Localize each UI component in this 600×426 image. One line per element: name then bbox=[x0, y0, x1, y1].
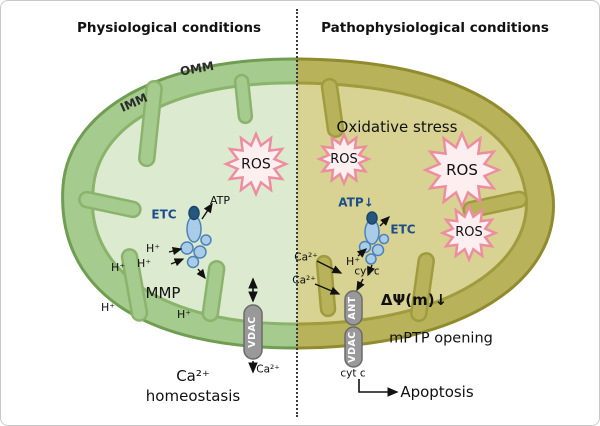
h-plus-label-2: H⁺ bbox=[110, 261, 126, 275]
vdac-right-label: VDAC bbox=[347, 331, 359, 363]
mptp-opening-label: mPTP opening bbox=[389, 330, 493, 347]
ros-label-right-2: ROS bbox=[446, 161, 478, 180]
ca-ion-label-left: Ca²⁺ bbox=[256, 363, 280, 376]
left-panel-title: Physiological conditions bbox=[76, 19, 262, 36]
h-plus-label-5: H⁺ bbox=[176, 308, 192, 322]
oxidative-stress-label: Oxidative stress bbox=[336, 118, 458, 137]
h-plus-label-right: H⁺ bbox=[345, 255, 361, 269]
cytc-label-bottom: cyt c bbox=[340, 367, 366, 380]
cristae-right bbox=[315, 77, 528, 323]
h-plus-label-1: H⁺ bbox=[145, 242, 161, 256]
vdac-channel-left bbox=[243, 304, 263, 360]
vdac-channel-right bbox=[344, 326, 363, 368]
cytc-label-top: cyt c bbox=[354, 265, 380, 278]
right-panel-title: Pathophysiological conditions bbox=[321, 19, 549, 36]
h-plus-label-3: H⁺ bbox=[136, 257, 152, 271]
apoptosis-label: Apoptosis bbox=[400, 383, 474, 402]
etc-label-right: ETC bbox=[390, 222, 416, 237]
ros-label-right-1: ROS bbox=[330, 152, 358, 168]
atp-down-label: ATP↓ bbox=[338, 195, 374, 210]
vdac-left-label: VDAC bbox=[247, 316, 259, 348]
calcium-influx-arrows bbox=[314, 260, 343, 295]
etc-complex-right bbox=[358, 211, 390, 265]
ca-ion-label-right-2: Ca²⁺ bbox=[292, 274, 316, 287]
cristae-left bbox=[78, 73, 254, 323]
cytc-to-ant-arrow bbox=[356, 278, 365, 292]
etc-arrows-right bbox=[356, 216, 390, 277]
h-plus-label-4: H⁺ bbox=[100, 301, 116, 315]
mmp-label: MMP bbox=[145, 284, 181, 303]
ros-label-right-3: ROS bbox=[455, 225, 483, 241]
ca-homeostasis-line2: homeostasis bbox=[145, 387, 241, 406]
ros-label-left: ROS bbox=[241, 156, 271, 173]
etc-complex-left bbox=[180, 205, 212, 269]
atp-label-left: ATP bbox=[209, 194, 231, 208]
ant-channel-right bbox=[344, 290, 363, 326]
ant-label: ANT bbox=[347, 296, 359, 320]
etc-arrows-left bbox=[168, 202, 213, 280]
ca-homeostasis-line1: Ca²⁺ bbox=[176, 367, 210, 386]
cytc-to-apoptosis-arrow bbox=[358, 379, 399, 397]
ca-ion-label-right-1: Ca²⁺ bbox=[294, 251, 318, 264]
condition-divider-dotted-line bbox=[296, 9, 298, 417]
etc-label-left: ETC bbox=[151, 207, 177, 222]
delta-psi-label: ΔΨ(m)↓ bbox=[380, 291, 448, 310]
